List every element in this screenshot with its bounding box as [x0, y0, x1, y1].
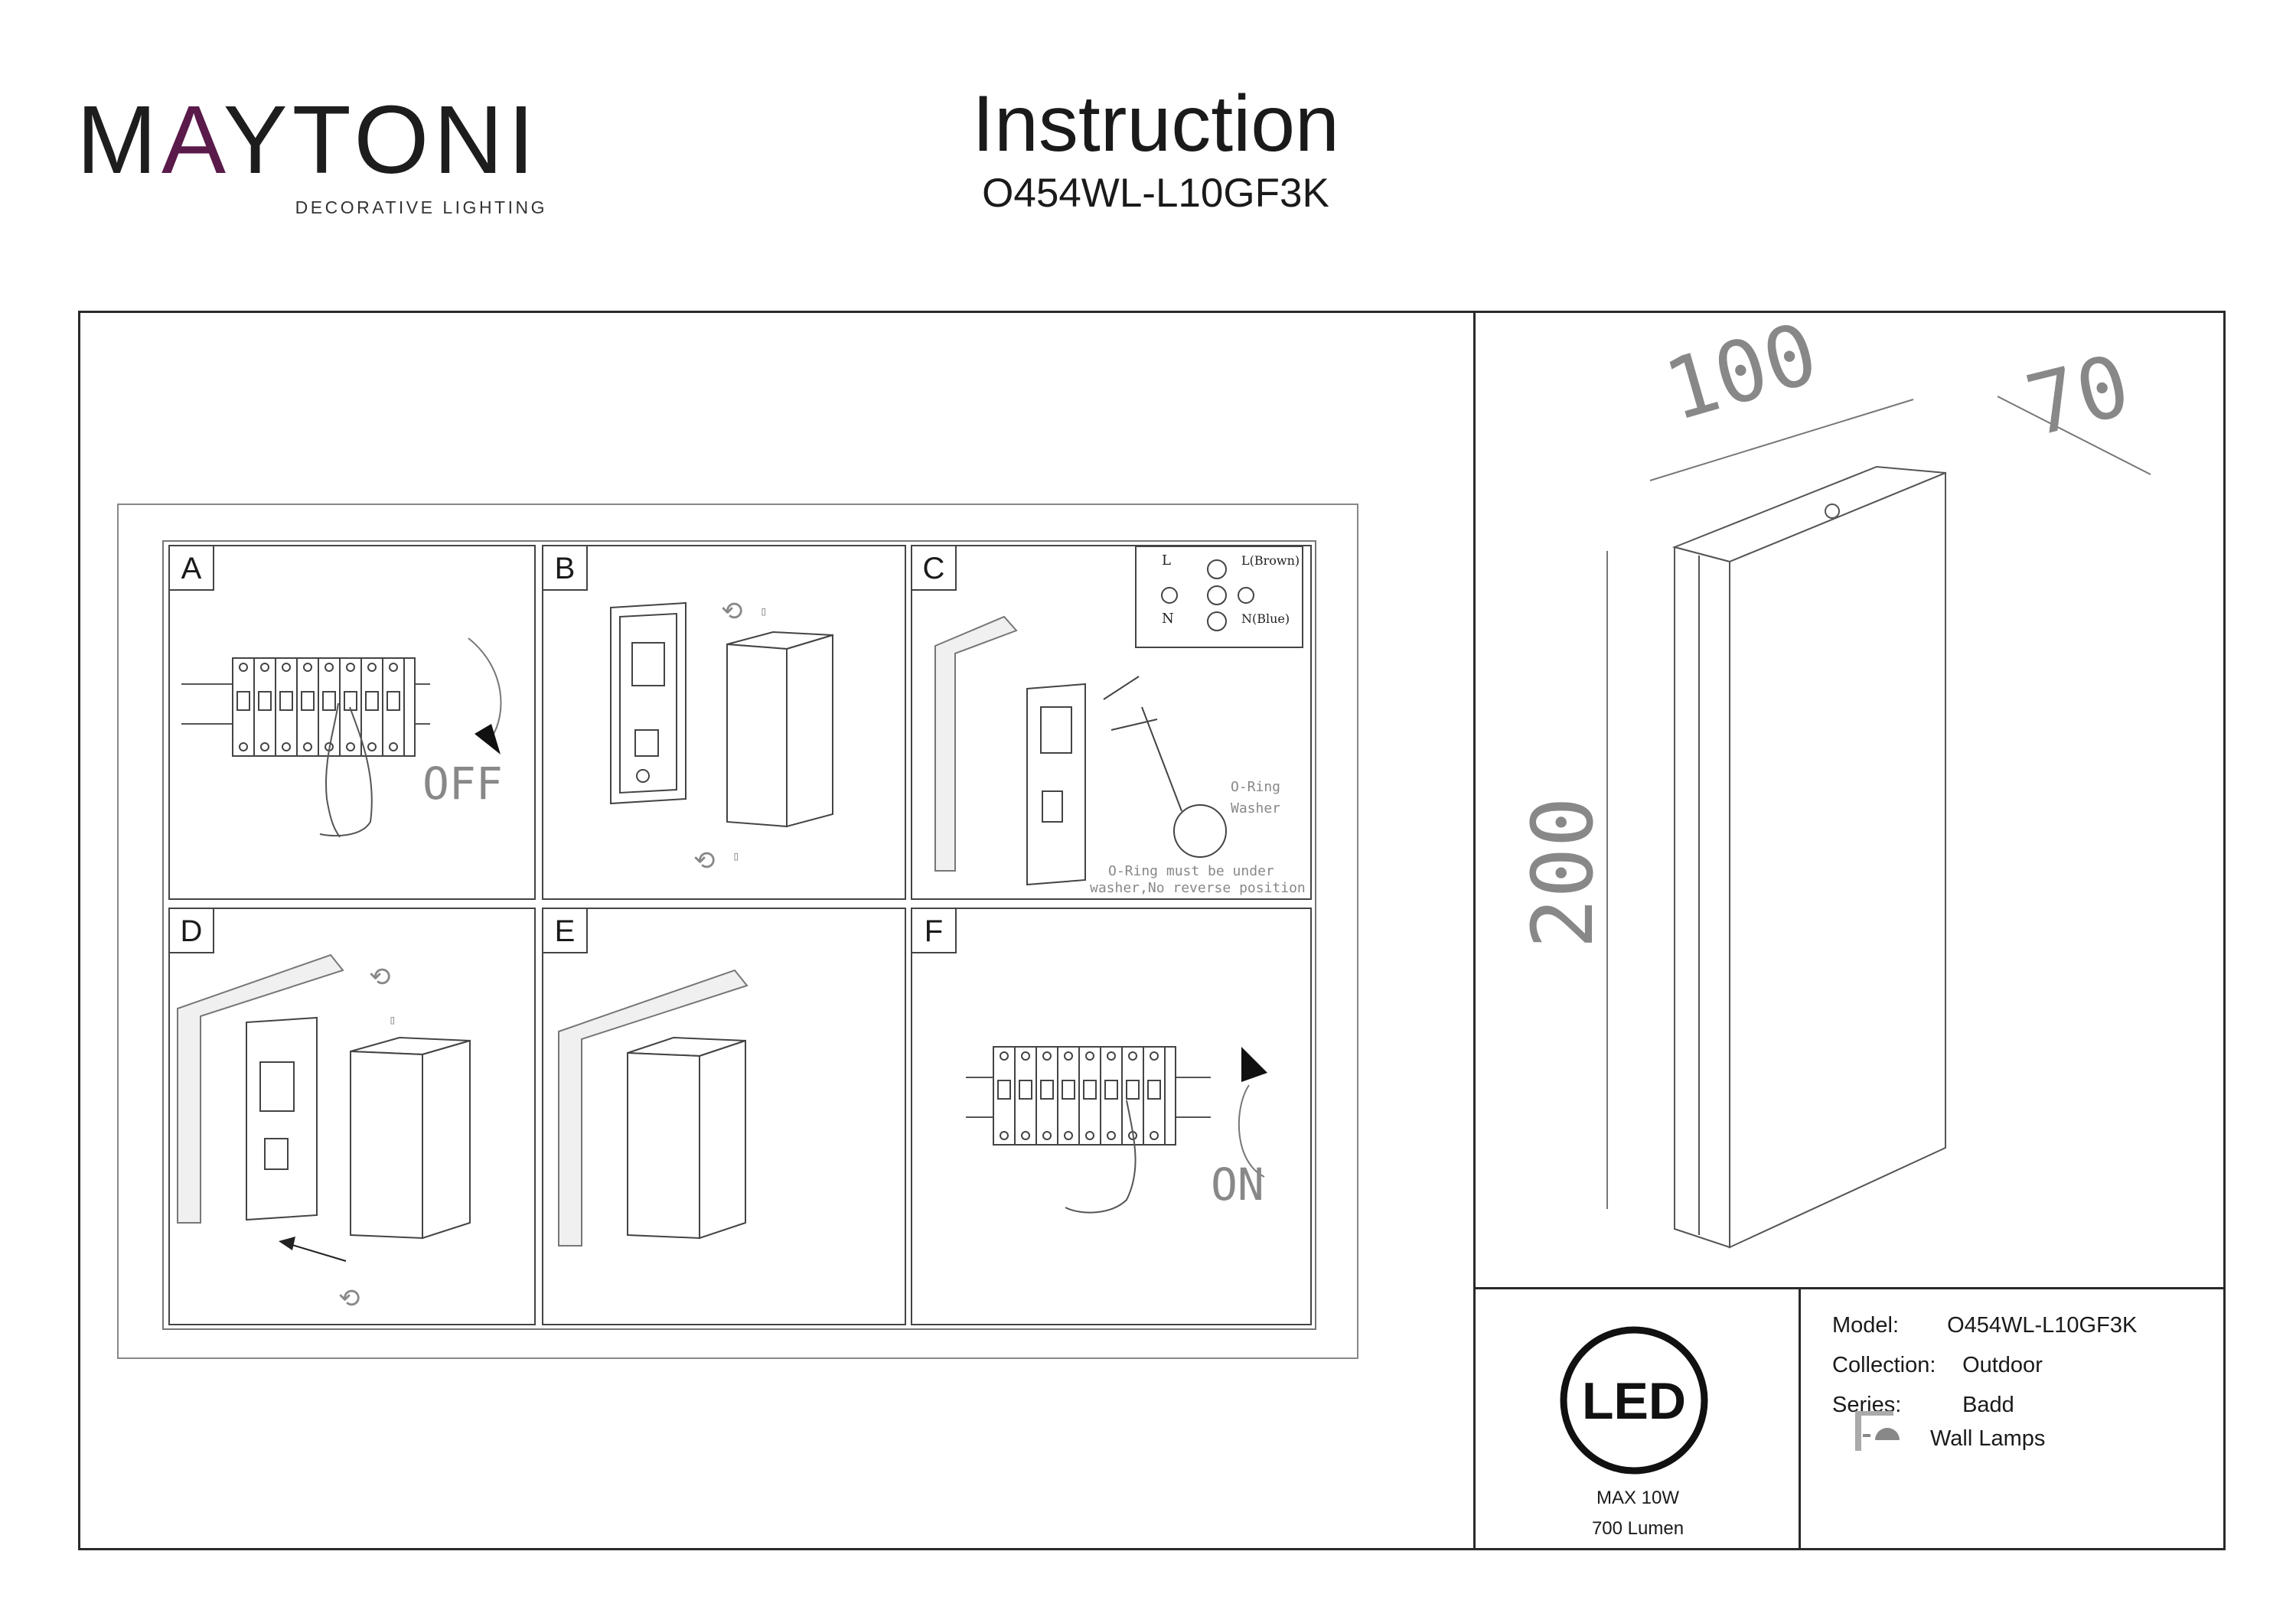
- collection-value: Outdoor: [1962, 1353, 2043, 1377]
- step-label-c: C: [912, 546, 957, 591]
- main-frame: [78, 311, 2226, 1550]
- category-label: Wall Lamps: [1930, 1426, 2046, 1451]
- step-panel-d: ⟲ ▯ ⟲ D: [168, 908, 536, 1325]
- breaker-on-illustration: ON: [966, 1046, 1267, 1214]
- svg-text:⟲: ⟲: [338, 1283, 360, 1314]
- depth-dimension: 70: [2017, 336, 2138, 455]
- brand-tagline: DECORATIVE LIGHTING: [295, 197, 547, 217]
- svg-text:⟲: ⟲: [693, 846, 716, 876]
- steps-outer-frame: [117, 504, 1358, 1359]
- washer-label: Washer: [1231, 800, 1280, 816]
- led-badge: LED: [1557, 1324, 1711, 1477]
- power-rating: MAX 10W: [1596, 1488, 1680, 1508]
- svg-text:▯: ▯: [732, 849, 740, 863]
- svg-text:▯: ▯: [389, 1012, 396, 1027]
- breaker-off-illustration: OFF: [181, 637, 503, 838]
- info-divider: [1799, 1287, 1801, 1550]
- step-label-b: B: [543, 546, 588, 591]
- terminal-brown-label: L(Brown): [1241, 553, 1300, 568]
- wall-lamp-icon: [1852, 1406, 1907, 1454]
- led-icon: LED: [1560, 1326, 1708, 1475]
- lamp-dimension-svg: 100 70 200: [1514, 304, 2151, 1249]
- wall-lamp-icon-svg: [1855, 1411, 1900, 1451]
- model-code-heading: O454WL-L10GF3K: [982, 171, 1329, 216]
- collection-label: Collection:: [1832, 1353, 1936, 1377]
- step-label-a: A: [170, 546, 214, 591]
- attach-housing-illustration: ⟲ ▯ ⟲: [177, 953, 471, 1314]
- series-value: Badd: [1962, 1393, 2014, 1417]
- info-model-row: Model: O454WL-L10GF3K: [1832, 1313, 2137, 1338]
- width-dimension: 100: [1655, 314, 1828, 440]
- svg-text:⟲: ⟲: [369, 962, 391, 992]
- brand-wordmark: MAYTONI: [77, 86, 540, 194]
- svg-text:▯: ▯: [760, 604, 768, 618]
- step-a-annotation: OFF: [422, 758, 503, 810]
- step-label-e: E: [543, 909, 588, 953]
- document-title: Instruction: [972, 80, 1339, 168]
- step-panel-a: OFF A: [168, 545, 536, 900]
- svg-text:⟲: ⟲: [721, 596, 743, 627]
- lumen-rating: 700 Lumen: [1591, 1518, 1684, 1539]
- step-panel-e: E: [542, 908, 906, 1325]
- model-label: Model:: [1832, 1313, 1900, 1338]
- step-panel-f: ON F: [911, 908, 1312, 1325]
- terminal-n-label: N: [1162, 611, 1174, 627]
- step-panel-b: ⟲ ▯ ⟲ ▯ B: [542, 545, 906, 900]
- steps-inner-frame: [162, 540, 1316, 1330]
- step-label-f: F: [912, 909, 957, 953]
- terminal-blue-label: N(Blue): [1241, 611, 1290, 626]
- oring-note-line-1: O-Ring must be under: [1108, 863, 1274, 879]
- dimension-drawing: 100 70 200: [1477, 304, 2223, 1286]
- led-badge-text: LED: [1582, 1372, 1686, 1430]
- step-panel-c: L N L(Brown) N(Blue) O-Ring Washer O-Rin…: [911, 545, 1312, 900]
- frame-divider-vertical: [1473, 311, 1476, 1550]
- info-collection-row: Collection: Outdoor: [1832, 1353, 2043, 1378]
- brand-logo: MAYTONI DECORATIVE LIGHTING: [77, 92, 551, 230]
- installed-lamp-illustration: [558, 969, 748, 1247]
- oring-note-line-2: washer,No reverse position: [1090, 880, 1306, 896]
- step-label-d: D: [170, 909, 214, 953]
- terminal-l-label: L: [1162, 552, 1171, 569]
- mounting-plate-illustration: ⟲ ▯ ⟲ ▯: [610, 596, 833, 876]
- oring-label: O-Ring: [1231, 779, 1280, 795]
- frame-divider-horizontal: [1473, 1287, 2226, 1289]
- model-value: O454WL-L10GF3K: [1947, 1313, 2138, 1338]
- height-dimension: 200: [1514, 797, 1612, 949]
- wiring-illustration: L N L(Brown) N(Blue) O-Ring Washer O-Rin…: [934, 546, 1306, 896]
- step-f-annotation: ON: [1211, 1159, 1264, 1211]
